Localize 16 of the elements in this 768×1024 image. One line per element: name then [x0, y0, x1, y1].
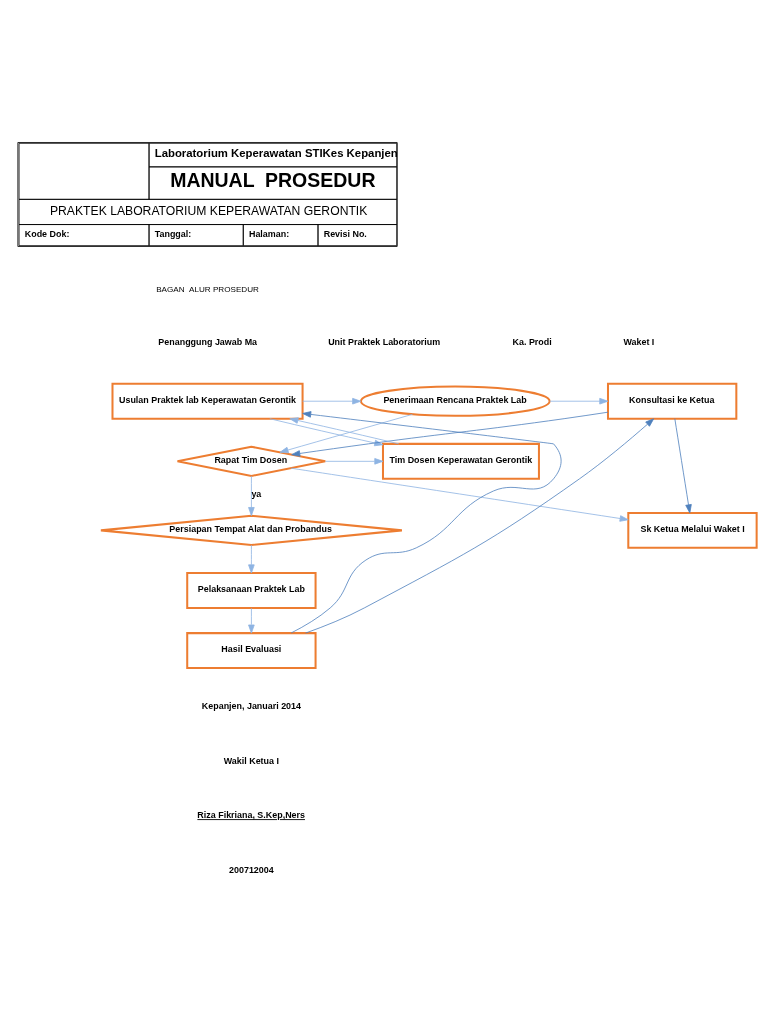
label: Waket I — [623, 336, 655, 347]
edge-label: ya — [251, 488, 262, 499]
label: Kepanjen, Januari 2014 — [201, 700, 302, 711]
label: Tanggal: — [154, 228, 192, 239]
label: Riza Fikriana, S.Kep,Ners — [197, 809, 305, 820]
label: Unit Praktek Laboratorium — [328, 336, 441, 347]
label: Halaman: — [248, 228, 290, 239]
label: Ka. Prodi — [512, 336, 552, 347]
label: PRAKTEK LABORATORIUM KEPERAWATAN GERONTIK — [49, 203, 368, 218]
label: BAGAN ALUR PROSEDUR — [156, 284, 259, 294]
label: Kode Dok: — [24, 228, 70, 239]
label: Wakil Ketua I — [223, 755, 279, 766]
label: 200712004 — [229, 864, 274, 875]
label: Revisi No. — [323, 228, 367, 239]
label: Penanggung Jawab Ma — [158, 336, 258, 347]
label: MANUAL PROSEDUR — [170, 168, 376, 191]
